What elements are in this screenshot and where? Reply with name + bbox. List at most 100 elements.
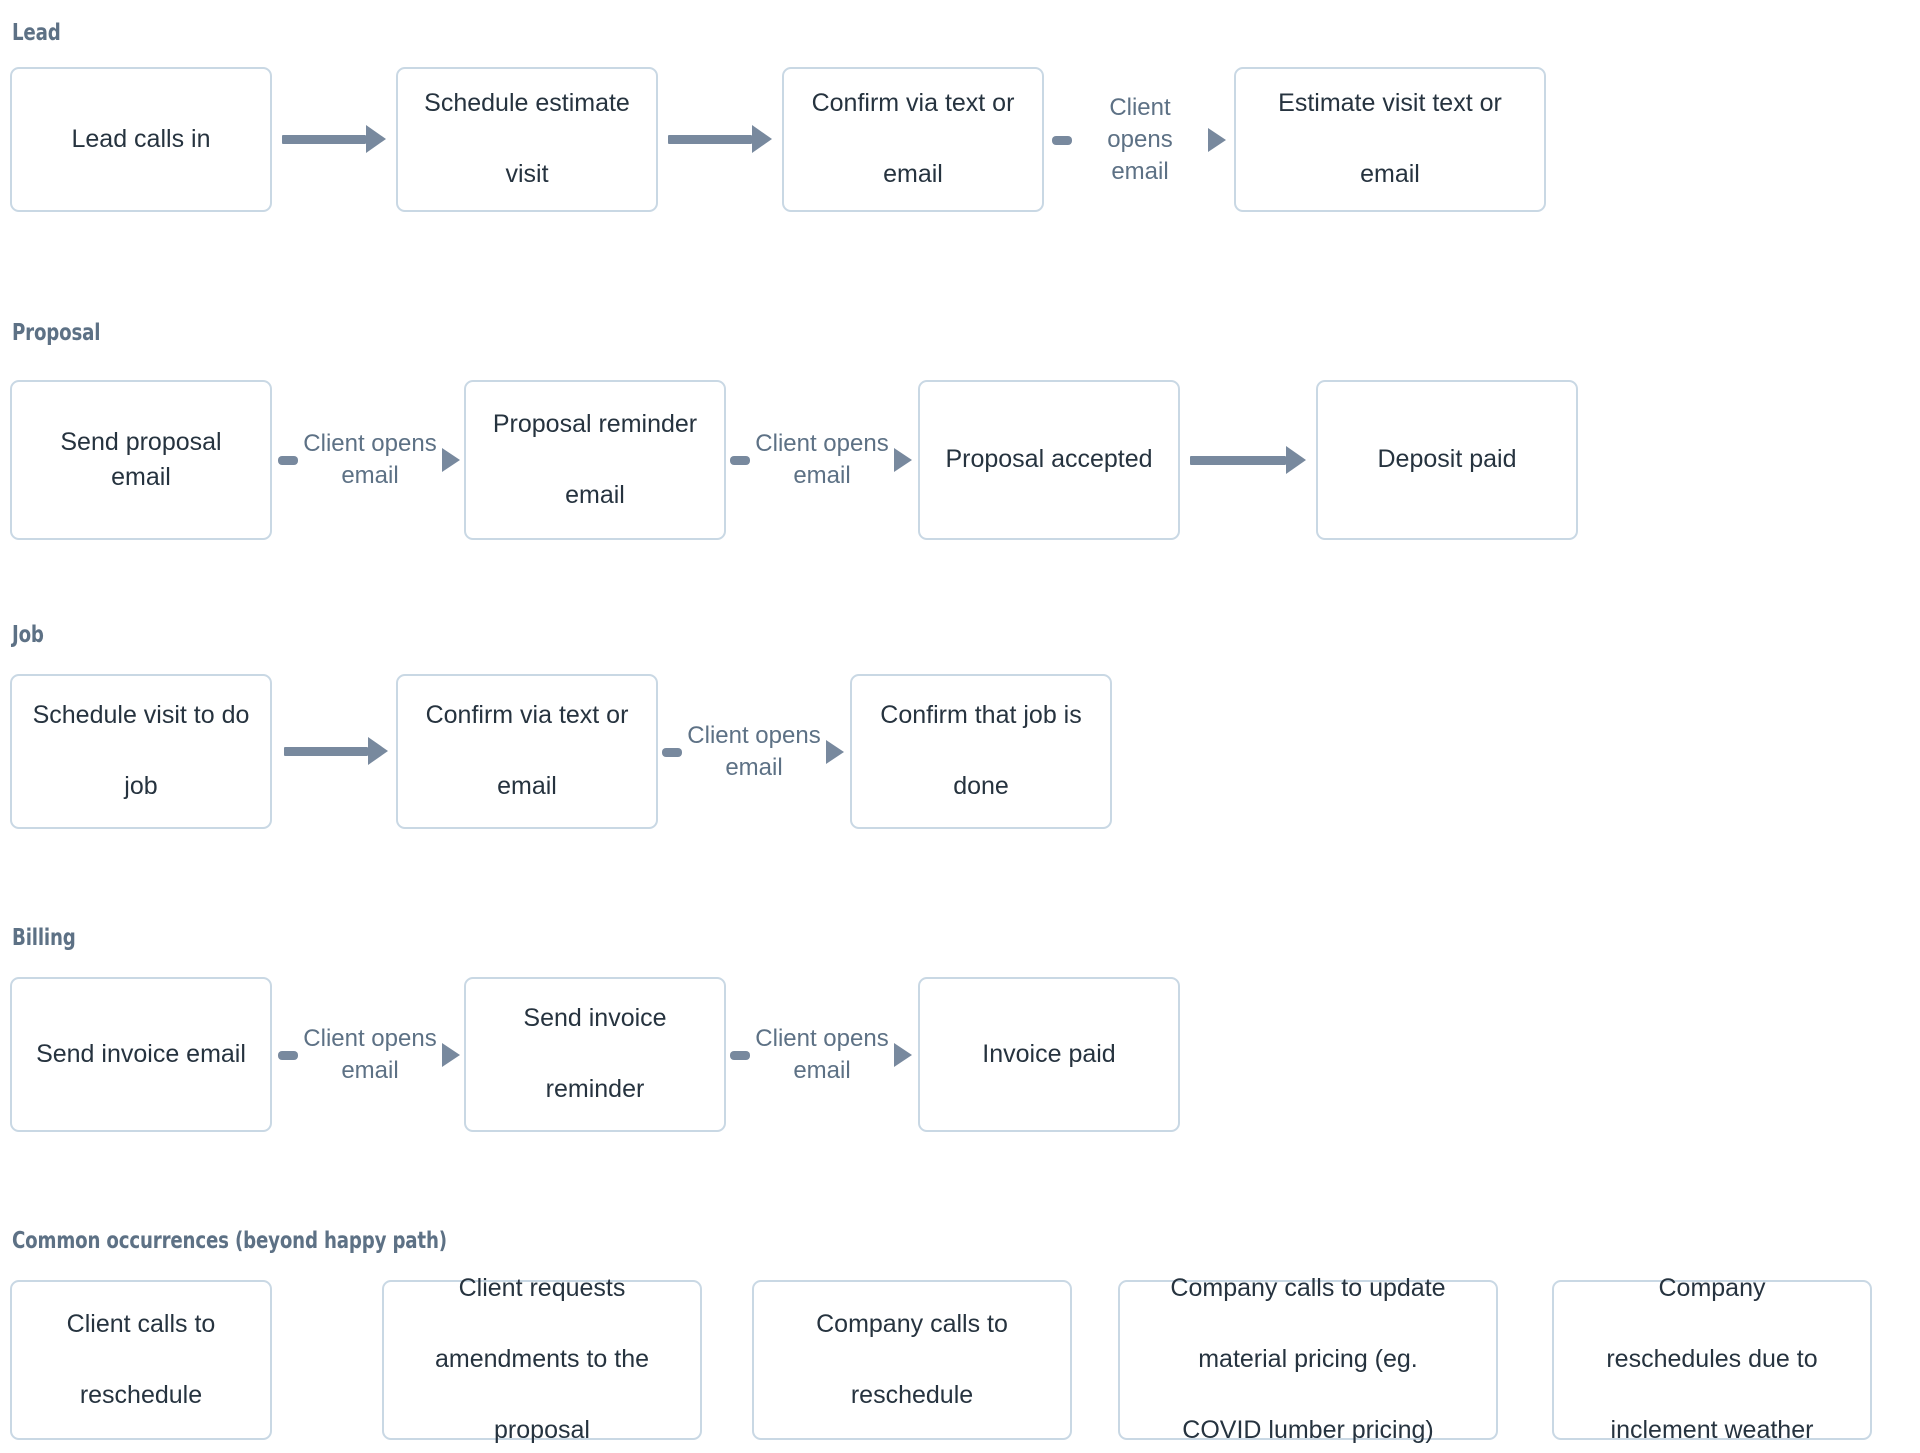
node-label-line1: Company	[1658, 1274, 1766, 1303]
edge-label: Client opens email	[1072, 92, 1208, 188]
node-proposal-3[interactable]: Deposit paid	[1316, 380, 1578, 540]
node-lead-3[interactable]: Estimate visit text or email	[1234, 67, 1546, 212]
arrow-head-icon	[894, 448, 912, 472]
node-label-line2: material pricing (eg.	[1198, 1345, 1418, 1374]
arrow-proposal-2	[1190, 445, 1306, 475]
node-label-line2: done	[953, 772, 1009, 801]
arrow-head-icon	[752, 125, 772, 153]
node-lead-2[interactable]: Confirm via text or email	[782, 67, 1044, 212]
arrow-shaft	[282, 134, 366, 144]
node-lead-1[interactable]: Schedule estimate visit	[396, 67, 658, 212]
node-label-line2: reminder	[545, 1075, 645, 1104]
section-header-proposal: Proposal	[12, 320, 101, 346]
row-lead: Lead calls in Schedule estimate visit Co…	[0, 67, 1920, 212]
edge-label-line2: email	[1111, 158, 1169, 186]
arrow-head-icon	[366, 125, 386, 153]
arrow-head-icon	[368, 737, 388, 765]
edge-label-line1: Client opens	[303, 1024, 437, 1052]
node-label-line1: Proposal accepted	[945, 445, 1153, 474]
arrow-head-icon	[442, 448, 460, 472]
labeled-arrow-billing-0: Client opens email	[278, 995, 460, 1115]
node-label-line2: visit	[505, 160, 549, 189]
node-billing-0[interactable]: Send invoice email	[10, 977, 272, 1132]
node-label-line2: reschedules due to	[1606, 1345, 1818, 1374]
node-label-line1: Schedule estimate	[424, 89, 630, 118]
node-proposal-0[interactable]: Send proposal email	[10, 380, 272, 540]
section-header-job: Job	[12, 622, 44, 648]
node-common-1[interactable]: Client requests amendments to the propos…	[382, 1274, 702, 1444]
arrow-stub	[730, 1050, 750, 1060]
edge-label: Client opens email	[298, 1023, 442, 1087]
row-billing: Send invoice email Client opens email Se…	[0, 977, 1920, 1132]
node-label-line2: email	[1360, 160, 1420, 189]
node-billing-2[interactable]: Invoice paid	[918, 977, 1180, 1132]
node-label-line2: reschedule	[850, 1380, 974, 1409]
node-job-2[interactable]: Confirm that job is done	[850, 674, 1112, 829]
edge-label-line2: email	[793, 462, 851, 489]
edge-label-line2: email	[341, 462, 399, 489]
edge-label: Client opens email	[750, 428, 894, 492]
labeled-arrow-lead-2: Client opens email	[1052, 80, 1226, 200]
node-label-line1: Schedule visit to do	[32, 701, 250, 730]
row-proposal: Send proposal email Client opens email P…	[0, 380, 1920, 540]
node-job-0[interactable]: Schedule visit to do job	[10, 674, 272, 829]
node-billing-1[interactable]: Send invoice reminder	[464, 977, 726, 1132]
node-label-line2: email	[565, 480, 625, 509]
node-label-line3: proposal	[494, 1416, 590, 1445]
edge-label-line2: email	[341, 1057, 399, 1084]
node-label-line1: Client requests	[458, 1274, 626, 1303]
section-header-billing: Billing	[12, 925, 76, 951]
labeled-arrow-billing-1: Client opens email	[730, 995, 912, 1115]
arrow-shaft	[1190, 455, 1286, 465]
node-common-4[interactable]: Company reschedules due to inclement wea…	[1552, 1274, 1872, 1444]
edge-label: Client opens email	[750, 1023, 894, 1087]
node-label-line2: job	[124, 772, 158, 801]
arrow-head-icon	[1208, 128, 1226, 152]
arrow-stub	[1052, 135, 1072, 145]
arrow-head-icon	[826, 740, 844, 764]
edge-label-line2: email	[793, 1057, 851, 1084]
node-label-line2: reschedule	[79, 1380, 203, 1409]
node-common-2[interactable]: Company calls to reschedule	[752, 1280, 1072, 1440]
edge-label-line1: Client opens	[755, 429, 889, 457]
node-label-line1: Invoice paid	[982, 1039, 1116, 1068]
arrow-job-0	[284, 736, 388, 766]
arrow-stub	[278, 455, 298, 465]
node-label-line1: Lead calls in	[71, 124, 211, 153]
edge-label-line1: Client opens	[303, 429, 437, 457]
node-label-line1: Proposal reminder	[492, 409, 698, 438]
arrow-lead-1	[668, 124, 772, 154]
section-header-lead: Lead	[12, 20, 61, 46]
edge-label-line1: Client opens	[755, 1024, 889, 1052]
node-label-line2: email	[883, 160, 943, 189]
section-header-common-occurrences: Common occurrences (beyond happy path)	[12, 1228, 447, 1254]
node-proposal-2[interactable]: Proposal accepted	[918, 380, 1180, 540]
node-lead-0[interactable]: Lead calls in	[10, 67, 272, 212]
node-label-line1: Estimate visit text or	[1278, 89, 1502, 118]
node-label-line1: Deposit paid	[1377, 445, 1517, 474]
arrow-head-icon	[1286, 446, 1306, 474]
edge-label-line1: Client opens	[687, 721, 821, 749]
node-label-line3: inclement weather	[1610, 1416, 1814, 1445]
arrow-lead-0	[282, 124, 386, 154]
row-job: Schedule visit to do job Confirm via tex…	[0, 674, 1920, 829]
edge-label: Client opens email	[298, 428, 442, 492]
node-label-line1: Company calls to	[816, 1309, 1008, 1338]
node-label-line1: Confirm via text or	[425, 701, 629, 730]
node-label-line1: Send invoice email	[36, 1039, 246, 1068]
edge-label-line2: email	[725, 754, 783, 781]
arrow-stub	[730, 455, 750, 465]
node-common-3[interactable]: Company calls to update material pricing…	[1118, 1274, 1498, 1444]
node-proposal-1[interactable]: Proposal reminder email	[464, 380, 726, 540]
arrow-head-icon	[442, 1043, 460, 1067]
node-label-line2: amendments to the	[434, 1345, 649, 1374]
edge-label-line1: Client opens	[1107, 93, 1173, 153]
node-job-1[interactable]: Confirm via text or email	[396, 674, 658, 829]
arrow-stub	[278, 1050, 298, 1060]
edge-label: Client opens email	[682, 720, 826, 784]
arrow-shaft	[668, 134, 752, 144]
arrow-stub	[662, 747, 682, 757]
node-label-line2: email	[497, 772, 557, 801]
node-common-0[interactable]: Client calls to reschedule	[10, 1280, 272, 1440]
